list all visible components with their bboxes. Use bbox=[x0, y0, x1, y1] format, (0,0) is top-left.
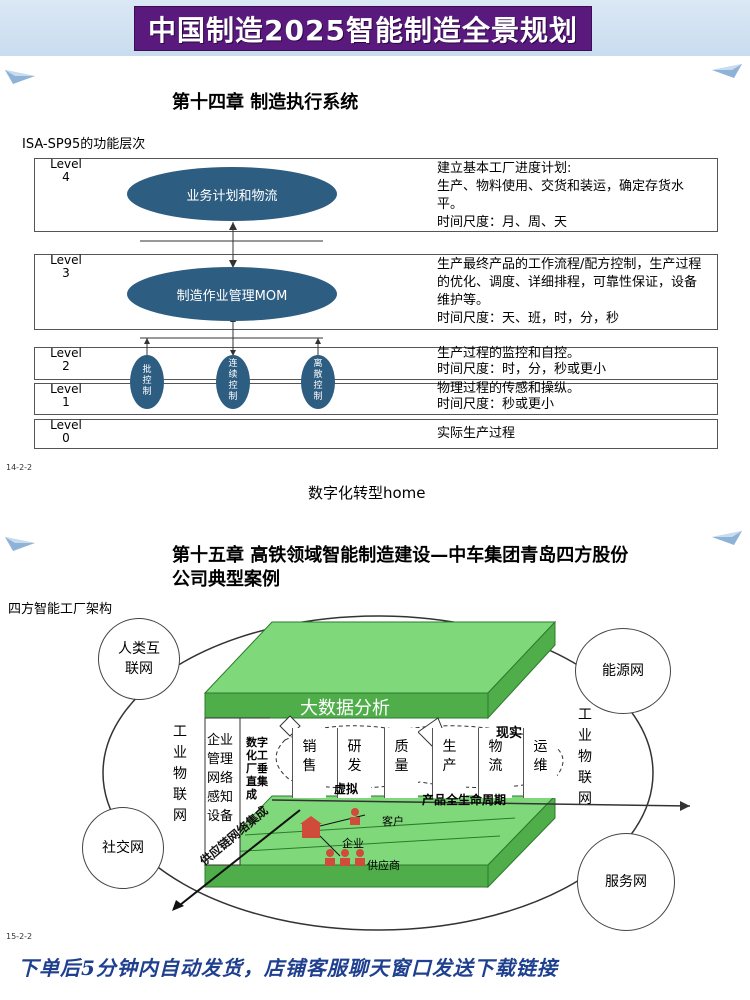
column-operations: 运 维 bbox=[523, 728, 557, 798]
layer-supplier: 供应商 bbox=[367, 859, 400, 872]
base-cloud-computing: 云计算平台 bbox=[222, 888, 283, 902]
column-quality: 质 量 bbox=[384, 728, 418, 798]
human-internet-cloud: 人类互 联网 bbox=[98, 618, 180, 700]
column-sales: 销 售 bbox=[292, 728, 326, 798]
layer-customer: 客户 bbox=[382, 815, 404, 828]
isa-sp95-subtitle: ISA-SP95的功能层次 bbox=[22, 137, 146, 152]
level-1-label: Level 1 bbox=[50, 382, 82, 409]
smart-factory-diagram bbox=[102, 615, 691, 931]
level-0-box bbox=[34, 419, 718, 449]
digital-factory-label: 数字化工厂垂直集成 bbox=[246, 736, 268, 801]
side-label-equipment: 设备 bbox=[207, 809, 234, 824]
big-data-label: 大数据分析 bbox=[300, 698, 390, 719]
mom-ellipse: 制造作业管理MOM bbox=[127, 267, 337, 321]
level-4-description: 建立基本工厂进度计划: 生产、物料使用、交货和装运，确定存货水平。 时间尺度：月… bbox=[437, 161, 685, 230]
continuous-control-ellipse: 连 续 控 制 bbox=[216, 355, 250, 409]
level-2-label: Level 2 bbox=[50, 346, 82, 373]
side-label-sensing: 感知 bbox=[207, 790, 234, 805]
discrete-control-ellipse: 离 散 控 制 bbox=[301, 355, 335, 409]
business-planning-ellipse: 业务计划和物流 bbox=[127, 167, 337, 221]
level-3-label: Level 3 bbox=[50, 253, 82, 280]
side-label-management: 管理 bbox=[207, 752, 234, 767]
footer-delivery-note: 下单后5分钟内自动发货，店铺客服聊天窗口发送下载链接 bbox=[18, 956, 558, 980]
paper-plane-icon bbox=[712, 531, 742, 545]
lifecycle-label: 产品全生命周期 bbox=[422, 793, 507, 807]
paper-plane-icon bbox=[5, 537, 35, 551]
right-industrial-iot-label: 工 业 物 联 网 bbox=[578, 707, 592, 807]
reality-label: 现实 bbox=[496, 726, 523, 741]
level-4-label: Level 4 bbox=[50, 157, 82, 184]
left-industrial-iot-label: 工 业 物 联 网 bbox=[173, 724, 187, 824]
sifang-subtitle: 四方智能工厂架构 bbox=[8, 602, 113, 617]
layer-enterprise: 企业 bbox=[342, 837, 364, 850]
base-info-security: 信息安全 bbox=[395, 888, 444, 902]
banner-title-box: 中国制造2025智能制造全景规划 bbox=[134, 6, 592, 51]
level-connectors bbox=[140, 222, 323, 356]
service-network-cloud: 服务网 bbox=[577, 833, 675, 931]
chapter-15-title-line1: 第十五章 高铁领域智能制造建设—中车集团青岛四方股份 bbox=[172, 545, 629, 566]
level-0-description: 实际生产过程 bbox=[437, 426, 516, 441]
caption: 数字化转型home bbox=[308, 484, 426, 502]
column-rnd: 研 发 bbox=[337, 728, 371, 798]
page-number-14: 14-2-2 bbox=[6, 463, 33, 472]
virtual-label: 虚拟 bbox=[334, 782, 359, 796]
banner-title: 中国制造2025智能制造全景规划 bbox=[148, 13, 578, 47]
social-network-cloud: 社交网 bbox=[82, 807, 164, 889]
side-label-enterprise: 企业 bbox=[207, 733, 234, 748]
level-1-description: 物理过程的传感和操纵。 时间尺度：秒或更小 bbox=[437, 381, 581, 412]
paper-plane-icon bbox=[712, 64, 742, 78]
column-logistics: 物 流 bbox=[478, 728, 512, 798]
level-2-description: 生产过程的监控和自控。 时间尺度：时，分，秒或更小 bbox=[437, 346, 607, 377]
level-0-label: Level 0 bbox=[50, 418, 82, 445]
level-3-description: 生产最终产品的工作流程/配方控制，生产过程的优化、调度、详细排程，可靠性保证，设… bbox=[437, 257, 702, 326]
column-production: 生 产 bbox=[432, 728, 466, 798]
side-labels: 企业 管理 网络 感知 设备 bbox=[207, 731, 239, 826]
page-number-15: 15-2-2 bbox=[6, 932, 33, 941]
energy-network-cloud: 能源网 bbox=[575, 628, 671, 714]
side-label-network: 网络 bbox=[207, 771, 234, 786]
batch-control-ellipse: 批 控 制 bbox=[130, 355, 164, 409]
chapter-14-title: 第十四章 制造执行系统 bbox=[172, 92, 359, 113]
chapter-15-title-line2: 公司典型案例 bbox=[172, 569, 280, 590]
paper-plane-icon bbox=[5, 70, 35, 84]
base-mobile-internet: 移动互联 bbox=[312, 888, 361, 902]
